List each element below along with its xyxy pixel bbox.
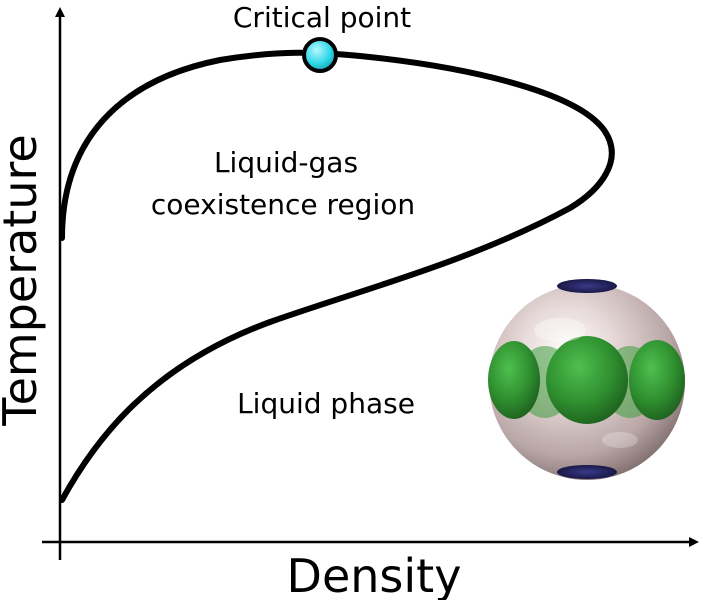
critical-point-label: Critical point	[233, 1, 411, 34]
coexistence-label-line1: Liquid-gas	[214, 146, 358, 179]
y-axis-label: Temperature	[0, 134, 47, 426]
liquid-phase-label: Liquid phase	[237, 387, 415, 420]
coexistence-label-line2: coexistence region	[151, 188, 415, 221]
x-axis-label: Density	[287, 549, 462, 600]
patchy-particle-illustration	[488, 279, 685, 480]
phase-boundary-curve	[59, 49, 615, 503]
critical-point-marker	[302, 37, 338, 73]
